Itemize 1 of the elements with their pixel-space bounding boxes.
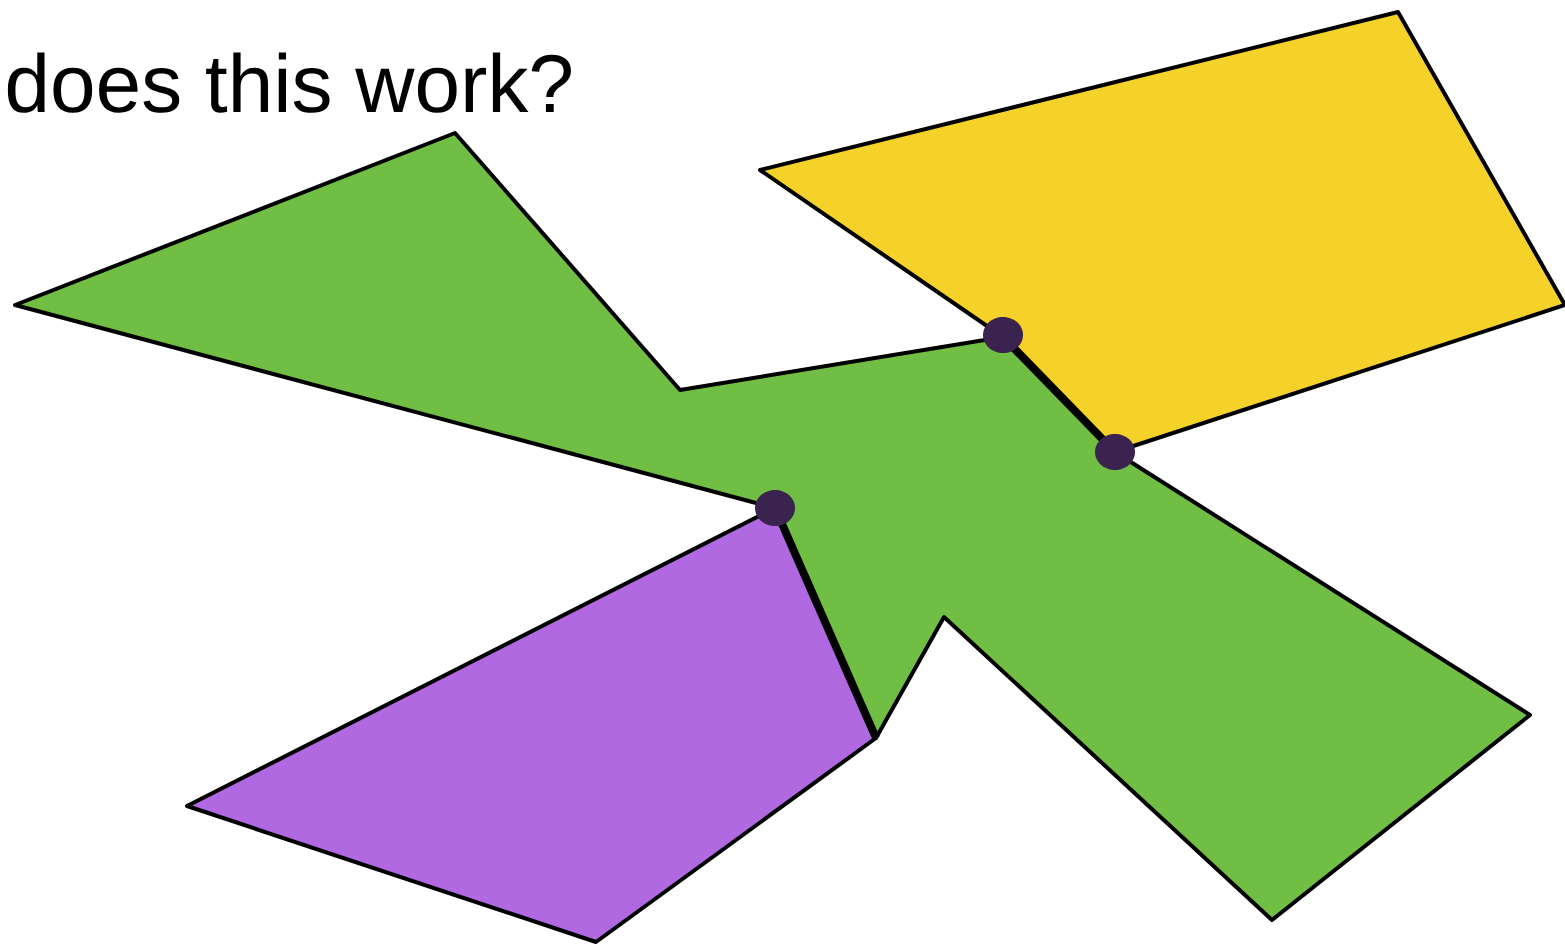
- title: does this work?: [7, 52, 571, 113]
